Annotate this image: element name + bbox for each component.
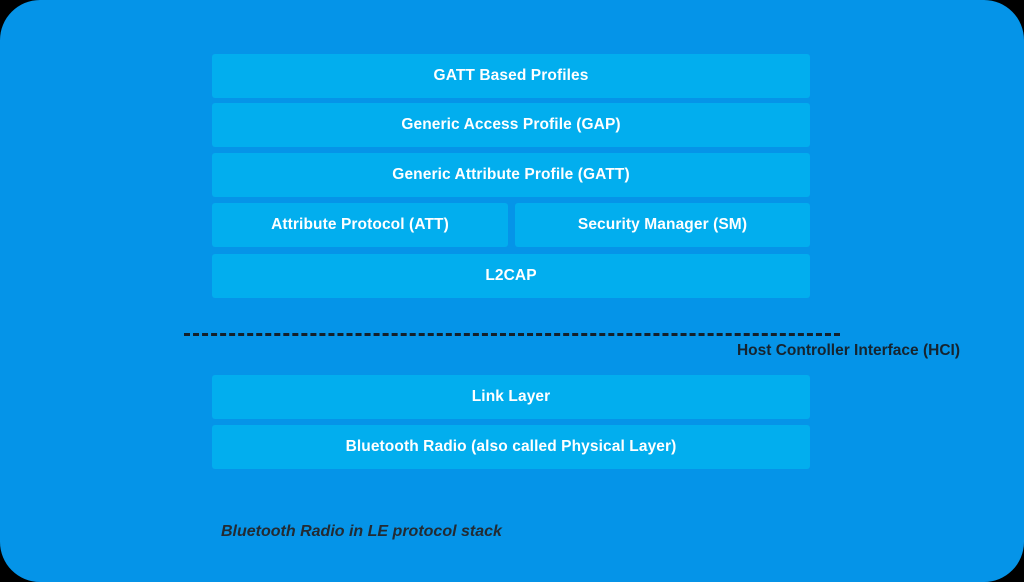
layer-row-gatt-based-profiles: GATT Based Profiles — [212, 54, 810, 98]
layer-label-gatt-based-profiles: GATT Based Profiles — [433, 67, 589, 85]
layer-label-generic-attribute-profile: Generic Attribute Profile (GATT) — [392, 166, 630, 184]
diagram-caption: Bluetooth Radio in LE protocol stack — [221, 523, 502, 540]
layer-row-l2cap: L2CAP — [212, 254, 810, 298]
layer-box-l2cap: L2CAP — [212, 254, 810, 298]
layer-label-link-layer: Link Layer — [471, 388, 551, 406]
layer-label-security-manager: Security Manager (SM) — [577, 216, 748, 234]
layer-box-security-manager: Security Manager (SM) — [515, 203, 810, 247]
layer-label-bluetooth-radio: Bluetooth Radio (also called Physical La… — [345, 438, 677, 456]
layer-box-generic-attribute-profile: Generic Attribute Profile (GATT) — [212, 153, 810, 197]
layer-label-generic-access-profile: Generic Access Profile (GAP) — [401, 116, 621, 134]
layer-row-bluetooth-radio: Bluetooth Radio (also called Physical La… — [212, 425, 810, 469]
hci-dashed-divider — [184, 333, 840, 336]
layer-box-link-layer: Link Layer — [212, 375, 810, 419]
layer-box-generic-access-profile: Generic Access Profile (GAP) — [212, 103, 810, 147]
layer-row-generic-access-profile: Generic Access Profile (GAP) — [212, 103, 810, 147]
layer-label-attribute-protocol: Attribute Protocol (ATT) — [271, 216, 449, 234]
layer-box-gatt-based-profiles: GATT Based Profiles — [212, 54, 810, 98]
layer-row-link-layer: Link Layer — [212, 375, 810, 419]
layer-box-bluetooth-radio: Bluetooth Radio (also called Physical La… — [212, 425, 810, 469]
hci-divider-label: Host Controller Interface (HCI) — [736, 342, 960, 359]
layer-label-l2cap: L2CAP — [485, 267, 537, 285]
layer-box-attribute-protocol: Attribute Protocol (ATT) — [212, 203, 508, 247]
layer-row-att-security-manager: Attribute Protocol (ATT) Security Manage… — [212, 203, 810, 247]
layer-row-generic-attribute-profile: Generic Attribute Profile (GATT) — [212, 153, 810, 197]
